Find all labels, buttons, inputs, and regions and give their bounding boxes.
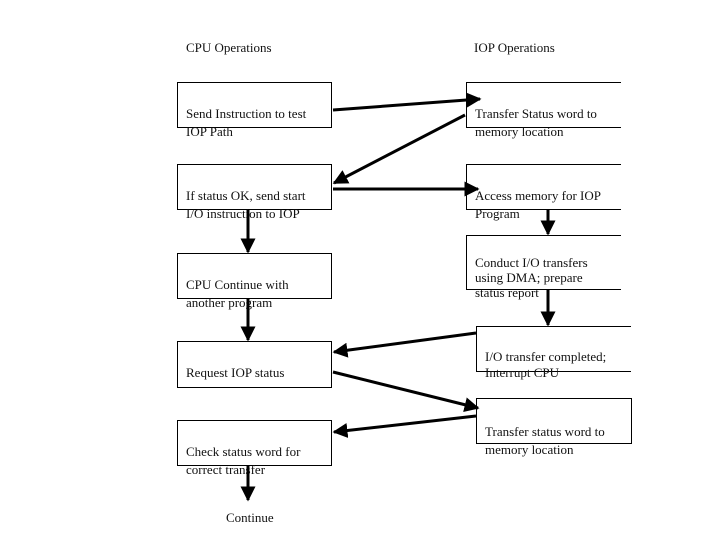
- cpu-step-label: CPU Continue with another program: [186, 277, 289, 310]
- iop-step-label: Access memory for IOP Program: [475, 188, 601, 221]
- cpu-step-label: Check status word for correct transfer: [186, 444, 301, 477]
- arrow-transfer-to-check: [332, 414, 477, 438]
- continue-end-label: Continue: [226, 510, 274, 525]
- iop-step-label: I/O transfer completed; Interrupt CPU: [485, 349, 607, 380]
- cpu-step-send-start-io: If status OK, send start I/O instruction…: [177, 164, 332, 221]
- iop-step-transfer-completed-interrupt: I/O transfer completed; Interrupt CPU: [476, 326, 631, 380]
- cpu-step-label: Send Instruction to test IOP Path: [186, 106, 307, 139]
- arrow-test-to-iop: [332, 92, 482, 112]
- cpu-step-send-test-instruction: Send Instruction to test IOP Path: [177, 82, 332, 139]
- iop-step-label: Conduct I/O transfers using DMA; prepare…: [475, 255, 588, 300]
- arrow-interrupt-to-request: [332, 331, 477, 358]
- iop-step-transfer-status-word-final: Transfer status word to memory location: [476, 398, 632, 457]
- iop-step-conduct-io-transfers: Conduct I/O transfers using DMA; prepare…: [466, 235, 621, 300]
- arrow-status-to-cpu: [332, 113, 466, 185]
- arrow-request-to-transfer: [332, 370, 480, 413]
- cpu-step-label: Request IOP status: [186, 365, 285, 380]
- iop-step-label: Transfer Status word to memory location: [475, 106, 597, 139]
- cpu-step-check-status-word: Check status word for correct transfer: [177, 420, 332, 477]
- cpu-step-label: If status OK, send start I/O instruction…: [186, 188, 306, 221]
- cpu-operations-heading: CPU Operations: [186, 40, 272, 55]
- iop-step-transfer-status-word: Transfer Status word to memory location: [466, 82, 621, 139]
- cpu-step-continue-other-program: CPU Continue with another program: [177, 253, 332, 310]
- iop-step-access-memory: Access memory for IOP Program: [466, 164, 621, 221]
- iop-step-label: Transfer status word to memory location: [485, 424, 605, 457]
- cpu-step-request-iop-status: Request IOP status: [177, 341, 332, 388]
- iop-operations-heading: IOP Operations: [474, 40, 555, 55]
